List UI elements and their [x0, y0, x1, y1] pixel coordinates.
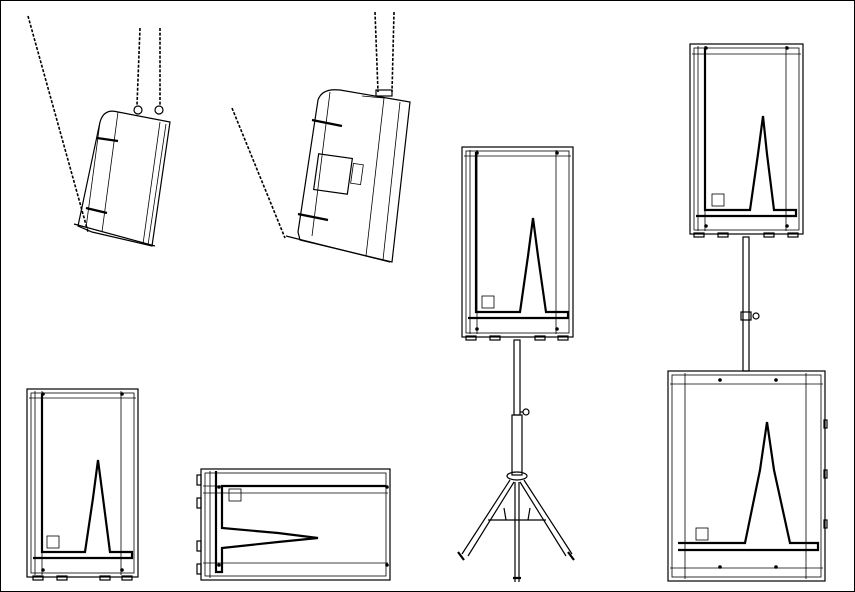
handle-top — [96, 136, 119, 143]
stand-pole-upper — [513, 339, 521, 416]
speaker-on-tripod — [457, 146, 575, 582]
suspension-chain-rear — [27, 15, 89, 233]
stand-hub — [506, 471, 528, 481]
top-cabinet-waveguide — [696, 48, 798, 218]
cabinet-body — [77, 110, 171, 247]
tripod-leg-right — [519, 479, 573, 557]
brand-logo-icon — [481, 295, 495, 309]
waveguide-logo — [33, 394, 134, 560]
mounting-bracket — [285, 235, 391, 263]
handle-bottom — [85, 206, 108, 215]
satellite-pole — [742, 236, 750, 372]
suspension-chain-front-left — [374, 11, 379, 93]
subwoofer-waveguide — [678, 421, 820, 552]
pole-knob — [752, 312, 760, 320]
brand-logo-icon — [711, 193, 725, 207]
floor-monitor-speaker — [196, 468, 391, 581]
top-cabinet-front — [689, 43, 804, 235]
waveguide-logo — [214, 471, 386, 574]
rigging-plate — [375, 89, 393, 97]
cabinet-front — [461, 146, 574, 338]
flown-speaker-rear — [231, 11, 411, 263]
handle-top — [311, 118, 343, 128]
eyebolt-left — [133, 105, 143, 115]
eyebolt-right — [154, 105, 164, 115]
flown-speaker-side — [27, 15, 171, 247]
subwoofer-cabinet — [667, 370, 826, 582]
suspension-chain-front-right — [391, 11, 395, 93]
tripod-leg-center — [514, 482, 520, 582]
tripod-leg-left — [461, 479, 515, 557]
waveguide-logo — [468, 152, 570, 320]
cabinet-front — [200, 468, 391, 581]
cabinet-body — [297, 89, 411, 263]
stand-knob — [522, 408, 530, 416]
speaker-on-subwoofer — [667, 43, 828, 582]
mounting-bracket — [73, 223, 156, 247]
rear-connector-panel — [312, 153, 354, 195]
stand-pole-lower — [511, 414, 523, 476]
brand-logo-icon — [695, 527, 709, 541]
floor-upright-speaker — [26, 388, 139, 581]
brand-logo-icon — [46, 535, 60, 549]
suspension-chain-front-left — [136, 27, 141, 106]
cabinet-front — [26, 388, 139, 578]
suspension-chain-rear — [231, 107, 286, 239]
brand-logo-icon — [228, 488, 242, 502]
handle-bottom — [297, 212, 329, 222]
